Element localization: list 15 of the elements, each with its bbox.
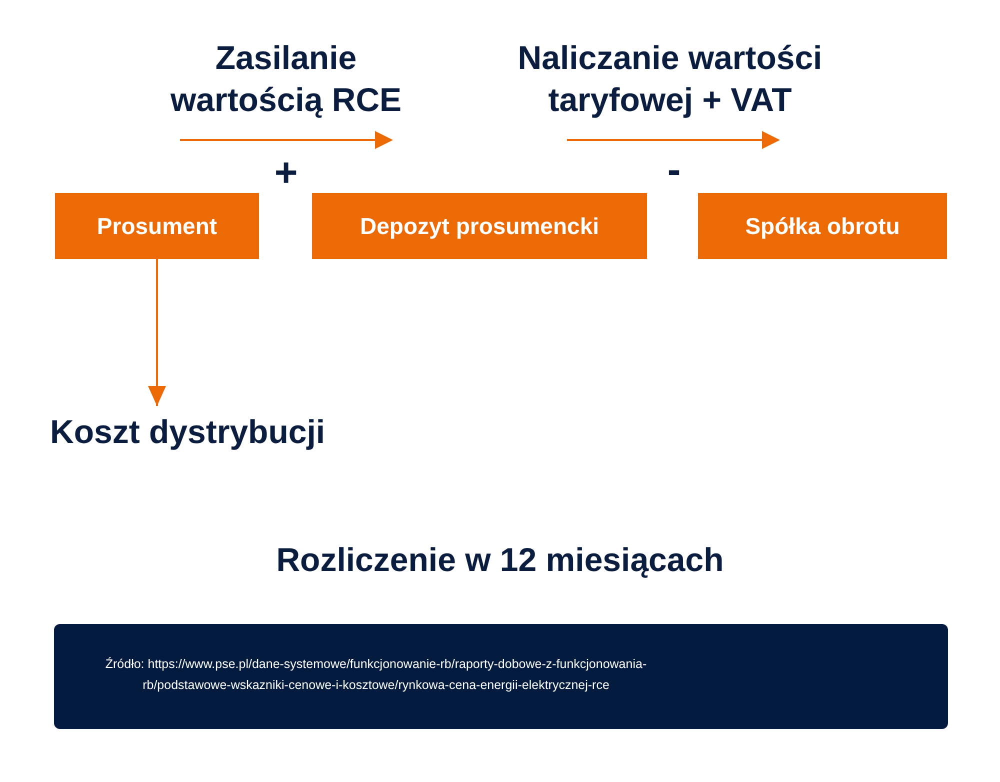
operator-sign: + [273,153,299,193]
box-label: Spółka obrotu [745,212,900,240]
arrow [148,259,166,406]
flow-heading: Naliczanie wartości taryfowej + VAT [516,38,824,120]
operator-sign: - [666,150,682,190]
process-box [55,193,259,259]
source-note: Źródło: https://www.pse.pl/dane-systemowe/funkcjonowanie-rb/raporty-dobowe-z-funkcjonowania-rb/podstawowe-wskazniki-cenowe-i-kosztowe/rynkowa-cena-energii-elektrycznej-rce [104,656,648,694]
footer-band [54,624,948,729]
flow-heading: Zasilanie wartością RCE [169,38,403,120]
box-label: Depozyt prosumencki [360,212,599,240]
process-box [698,193,947,259]
process-box [312,193,647,259]
box-label: Prosument [96,212,218,240]
summary-heading: Rozliczenie w 12 miesiącach [275,540,725,580]
outcome-text: Koszt dystrybucji [50,406,350,458]
